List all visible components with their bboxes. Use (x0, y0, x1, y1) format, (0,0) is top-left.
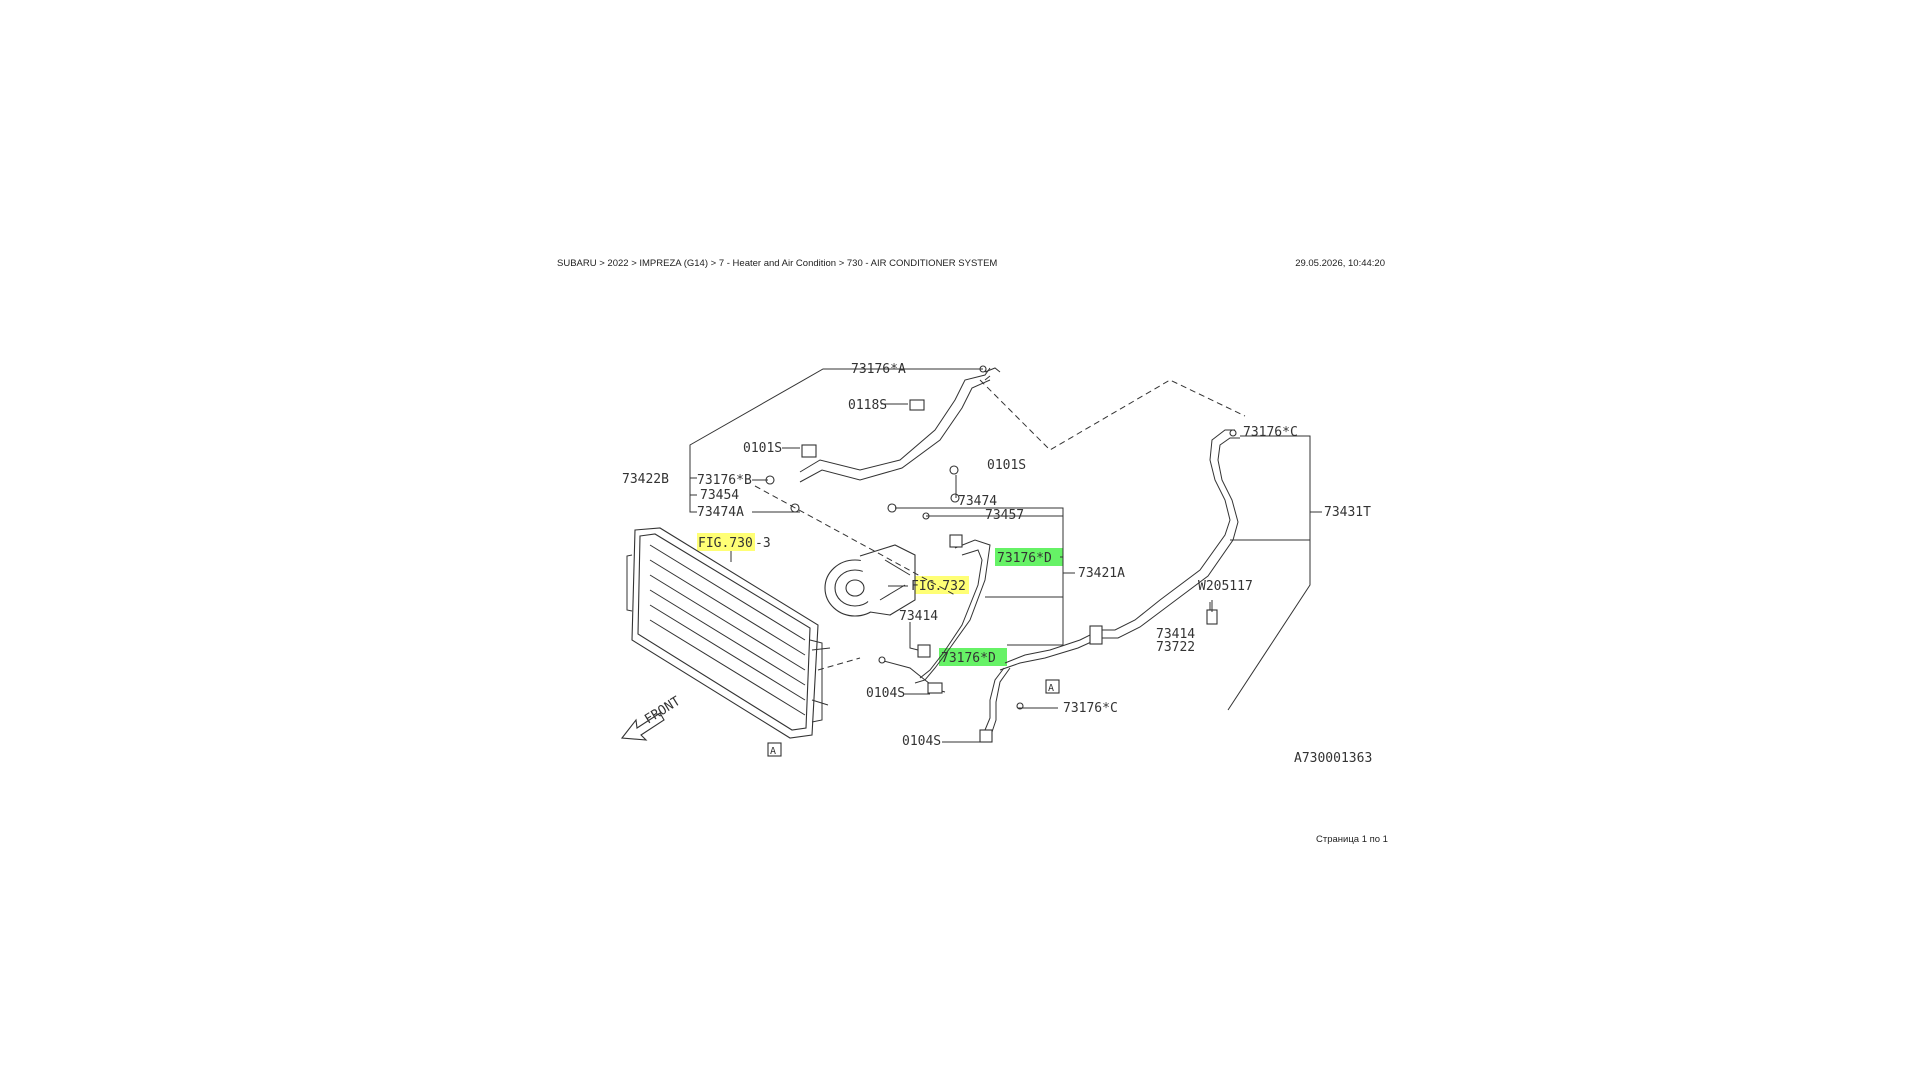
print-timestamp: 29.05.2026, 10:44:20 (1295, 258, 1385, 269)
p73176D-upper-highlight (995, 548, 1063, 566)
callout-73474: 73474 (958, 494, 997, 509)
callout-0104S-bottom: 0104S (902, 734, 941, 749)
drawing-number: A730001363 (1294, 751, 1372, 766)
liquid-pipe (979, 429, 1240, 743)
callout-73421A: 73421A (1078, 566, 1125, 581)
callout-73176A: 73176*A (851, 362, 906, 377)
callout-fig732[interactable]: FIG.732 (911, 579, 966, 594)
callout-73176D-upper[interactable]: 73176*D (997, 551, 1052, 566)
callout-W205117: W205117 (1198, 579, 1253, 594)
ref-label-a-right: A (1048, 683, 1054, 694)
callout-73722: 73722 (1156, 640, 1195, 655)
front-label: FRONT (642, 694, 683, 728)
ref-box-a-right (1045, 679, 1060, 694)
callout-73474A: 73474A (697, 505, 744, 520)
page-counter: Страница 1 по 1 (1316, 834, 1388, 845)
callout-73431T: 73431T (1324, 505, 1371, 520)
callout-73176C-bottom: 73176*C (1063, 701, 1118, 716)
callout-0118S: 0118S (848, 398, 887, 413)
leader-lines (689, 368, 1322, 743)
callout-73414-center: 73414 (899, 609, 938, 624)
condenser (626, 527, 831, 739)
callout-0101S-center: 0101S (987, 458, 1026, 473)
callout-73176D-lower[interactable]: 73176*D (941, 651, 996, 666)
callout-fig730-suffix: -3 (755, 536, 771, 551)
compressor (824, 544, 916, 617)
callout-73457: 73457 (985, 508, 1024, 523)
fig730-highlight (697, 533, 755, 551)
p73176D-lower-highlight (939, 648, 1007, 666)
fig732-highlight (911, 576, 969, 594)
breadcrumb: SUBARU > 2022 > IMPREZA (G14) > 7 - Heat… (557, 258, 998, 269)
lower-pipe (878, 644, 946, 694)
callout-73176C-top: 73176*C (1243, 425, 1298, 440)
callout-73176B: 73176*B (697, 473, 752, 488)
callout-73414-right: 73414 (1156, 627, 1195, 642)
callout-0104S-center: 0104S (866, 686, 905, 701)
ref-label-a-left: A (770, 746, 776, 757)
upper-hose (765, 365, 1001, 513)
callout-0101S-left: 0101S (743, 441, 782, 456)
callout-73422B: 73422B (622, 472, 669, 487)
ref-box-a-left (767, 742, 782, 757)
front-arrow-icon (620, 712, 665, 741)
callout-73454: 73454 (700, 488, 739, 503)
callout-fig730[interactable]: FIG.730 (698, 536, 753, 551)
